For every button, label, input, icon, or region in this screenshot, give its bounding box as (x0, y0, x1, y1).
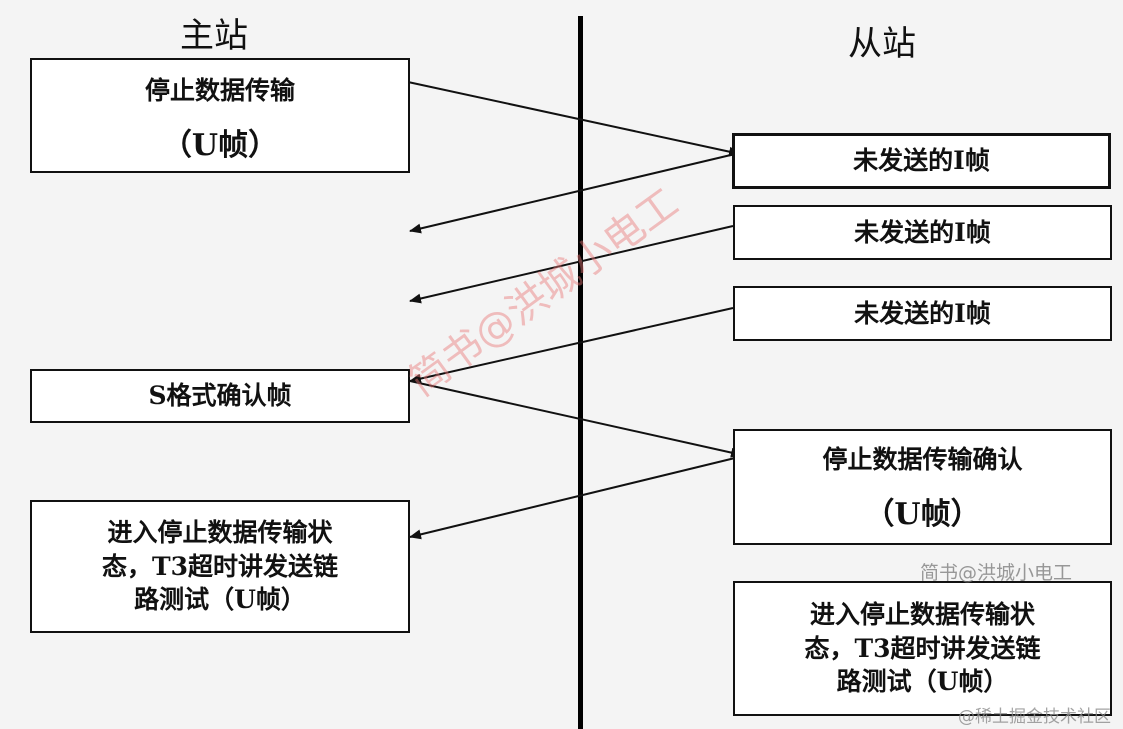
arrow-stop-to-slave (407, 81, 741, 157)
slave-unsent-iframe-box-1: 未发送的I帧 (732, 133, 1111, 189)
master-stop-state-line2: 态，T3超时讲发送链 (102, 551, 338, 581)
slave-stop-confirm-label: 停止数据传输确认 (822, 445, 1023, 474)
slave-stop-state-line2: 态，T3超时讲发送链 (804, 633, 1041, 663)
arrow-sack-to-slave (409, 380, 743, 458)
master-stop-transfer-label: 停止数据传输 (144, 76, 295, 105)
slave-stop-state-box: 进入停止数据传输状 态，T3超时讲发送链 路测试（U帧） (733, 581, 1112, 716)
right-watermark: 简书@洪城小电工 (920, 562, 1073, 584)
master-stop-transfer-box: 停止数据传输 （U帧） (30, 58, 410, 173)
slave-unsent-iframe-box-2: 未发送的I帧 (733, 205, 1112, 260)
arrow-iframe2-to-master (409, 225, 734, 304)
arrow-stopconfirm-to-master (409, 457, 736, 540)
master-s-format-ack-box: S格式确认帧 (30, 369, 410, 423)
slave-stop-confirm-box: 停止数据传输确认 （U帧） (733, 429, 1112, 545)
slave-station-title: 从站 (848, 24, 916, 64)
slave-stop-state-line3: 路测试（U帧） (836, 667, 1009, 697)
slave-unsent-iframe-label-3: 未发送的I帧 (854, 298, 991, 328)
master-s-format-ack-label: S格式确认帧 (148, 381, 292, 411)
master-stop-transfer-uframe: （U帧） (161, 127, 279, 163)
master-stop-state-box: 进入停止数据传输状 态，T3超时讲发送链 路测试（U帧） (30, 500, 410, 633)
bottom-watermark: @稀土掘金技术社区 (958, 707, 1111, 727)
master-station-title: 主站 (180, 16, 248, 56)
slave-unsent-iframe-box-3: 未发送的I帧 (733, 286, 1112, 341)
arrow-iframe3-to-master (409, 307, 734, 384)
slave-unsent-iframe-label-2: 未发送的I帧 (854, 217, 991, 247)
slave-unsent-iframe-label-1: 未发送的I帧 (853, 146, 990, 176)
arrow-iframe1-to-master (409, 153, 736, 234)
station-divider-line (578, 16, 583, 729)
master-stop-state-line3: 路测试（U帧） (134, 585, 306, 615)
master-stop-state-line1: 进入停止数据传输状 (107, 517, 333, 547)
slave-stop-state-line1: 进入停止数据传输状 (809, 599, 1035, 629)
slave-stop-confirm-uframe: （U帧） (864, 496, 981, 532)
